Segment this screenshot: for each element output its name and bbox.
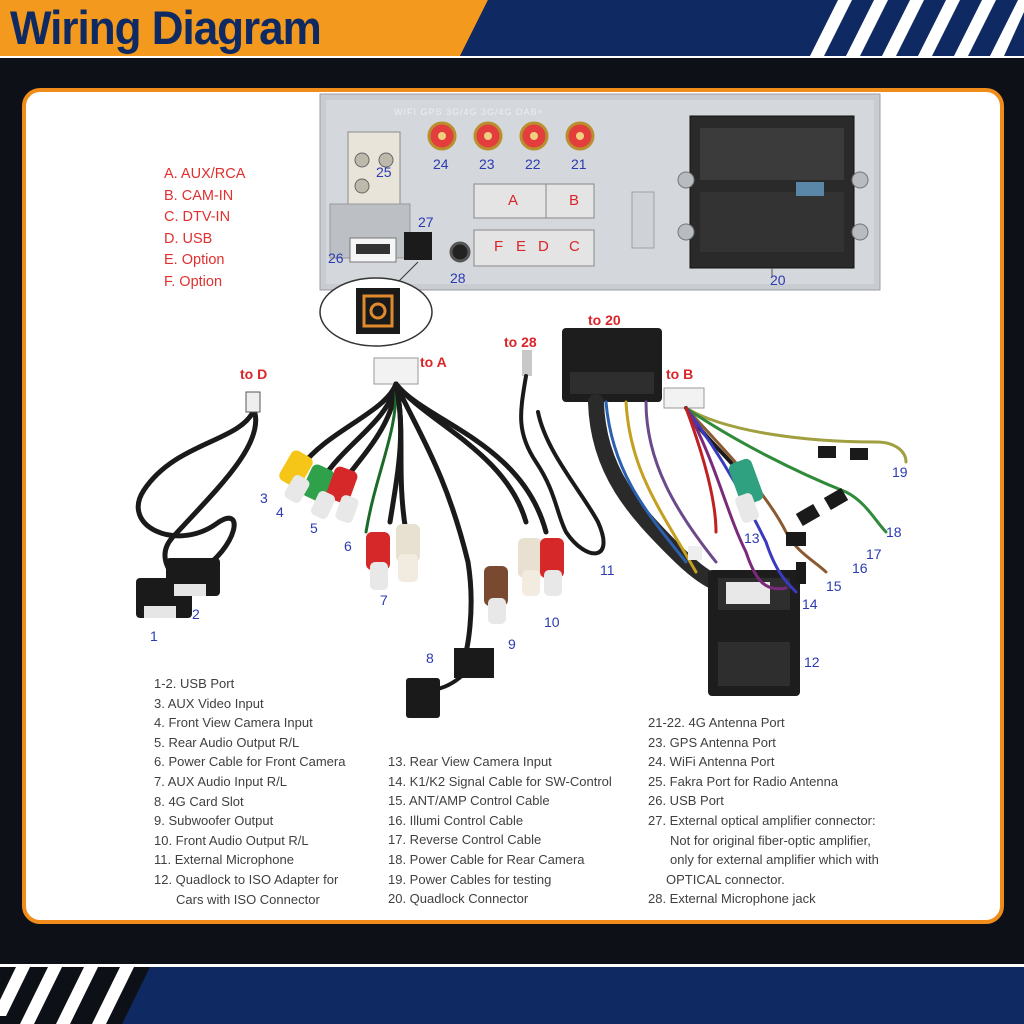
microphone-cable [519, 350, 606, 556]
header-banner: Wiring Diagram [0, 0, 1024, 60]
label-25: 25 [376, 164, 392, 180]
desc-item: 11. External Microphone [154, 852, 294, 868]
cable-6: 6 [344, 538, 352, 554]
control-harness [663, 387, 908, 594]
desc-item: 12. Quadlock to ISO Adapter for [154, 871, 339, 887]
desc-item: 20. Quadlock Connector [388, 891, 529, 907]
cable-3: 3 [260, 490, 268, 506]
desc-item: 21-22. 4G Antenna Port [648, 715, 785, 730]
cable-5: 5 [310, 520, 318, 536]
label-28: 28 [450, 270, 466, 286]
desc-item: 1-2. USB Port [154, 676, 235, 691]
desc-item: 28. External Microphone jack [648, 891, 816, 907]
connector-b: B [569, 192, 580, 209]
legend-d: D. USB [164, 230, 213, 247]
label-to-28: to 28 [504, 334, 537, 350]
usb-cable [135, 391, 261, 618]
description-column-2: 13. Rear View Camera Input 14. K1/K2 Sig… [388, 752, 612, 909]
connector-a: A [508, 192, 519, 209]
cable-2: 2 [192, 606, 200, 622]
label-to-20: to 20 [588, 312, 621, 328]
legend-f: F. Option [164, 273, 223, 290]
label-20: 20 [770, 272, 786, 288]
legend-e: E. Option [164, 252, 225, 268]
desc-item: OPTICAL connector. [666, 871, 785, 887]
desc-item: 15. ANT/AMP Control Cable [388, 793, 550, 809]
optical-port-zoom [319, 261, 433, 347]
label-27: 27 [418, 214, 434, 230]
label-26: 26 [328, 250, 344, 266]
desc-item: 23. GPS Antenna Port [648, 734, 776, 750]
cable-9: 9 [508, 636, 516, 652]
cable-18: 18 [886, 524, 902, 540]
desc-item: Not for original fiber-optic amplifier, [670, 832, 871, 848]
iso-harness [562, 328, 800, 696]
connector-f: F [494, 238, 504, 255]
legend-a: A. AUX/RCA [164, 166, 246, 182]
desc-item: 19. Power Cables for testing [388, 871, 552, 887]
desc-item: 13. Rear View Camera Input [388, 754, 552, 769]
label-22: 22 [525, 156, 541, 172]
desc-item: 6. Power Cable for Front Camera [154, 754, 346, 770]
cable-12: 12 [804, 654, 820, 670]
cable-7: 7 [380, 592, 388, 608]
label-23: 23 [479, 156, 495, 172]
cable-19: 19 [892, 464, 908, 480]
desc-item: 5. Rear Audio Output R/L [154, 734, 300, 750]
head-unit-back [319, 93, 881, 291]
cable-8: 8 [426, 650, 434, 666]
footer-stripes [0, 964, 1024, 1024]
desc-item: 24. WiFi Antenna Port [648, 754, 775, 770]
desc-item: 27. External optical amplifier connector… [648, 812, 876, 828]
desc-item: 3. AUX Video Input [154, 695, 264, 711]
connector-d: D [538, 238, 549, 255]
cable-11: 11 [600, 562, 615, 578]
label-to-a: to A [420, 354, 447, 370]
desc-item: only for external amplifier which with [670, 852, 879, 868]
cable-16: 16 [852, 560, 868, 576]
cable-15: 15 [826, 578, 842, 594]
port-letter-legend: A. AUX/RCA B. CAM-IN C. DTV-IN D. USB E.… [164, 164, 245, 293]
page-title: Wiring Diagram [10, 2, 322, 55]
label-to-b: to B [666, 366, 694, 382]
connector-c: C [569, 238, 580, 255]
desc-item: Cars with ISO Connector [176, 891, 320, 907]
desc-item: 25. Fakra Port for Radio Antenna [648, 773, 839, 789]
wiring-illustration [135, 93, 908, 718]
cable-4: 4 [276, 504, 284, 520]
cable-13: 13 [744, 530, 760, 546]
legend-c: C. DTV-IN [164, 209, 231, 225]
desc-item: 17. Reverse Control Cable [388, 832, 542, 848]
label-to-d: to D [240, 366, 268, 382]
desc-item: 16. Illumi Control Cable [388, 812, 524, 828]
cable-10: 10 [544, 614, 560, 630]
description-column-1: 1-2. USB Port 3. AUX Video Input 4. Fron… [154, 674, 345, 909]
desc-item: 9. Subwoofer Output [154, 813, 274, 829]
rca-harness [279, 357, 564, 718]
antenna-port-caption: WIFI GPS 3G/4G 3G/4G DAB+ [394, 107, 544, 117]
desc-item: 14. K1/K2 Signal Cable for SW-Control [388, 773, 612, 789]
cable-14: 14 [802, 596, 818, 612]
diagram-panel: A. AUX/RCA B. CAM-IN C. DTV-IN D. USB E.… [22, 88, 1004, 924]
desc-item: 10. Front Audio Output R/L [154, 832, 309, 848]
label-24: 24 [433, 156, 449, 172]
cable-1: 1 [150, 628, 158, 644]
cable-17: 17 [866, 546, 882, 562]
desc-item: 7. AUX Audio Input R/L [154, 773, 287, 789]
header-stripes [0, 0, 1024, 60]
connector-e: E [516, 238, 527, 255]
desc-item: 26. USB Port [648, 793, 724, 809]
desc-item: 18. Power Cable for Rear Camera [388, 851, 585, 867]
desc-item: 4. Front View Camera Input [154, 715, 313, 731]
desc-item: 8. 4G Card Slot [154, 793, 244, 809]
footer-banner [0, 964, 1024, 1024]
label-21: 21 [571, 156, 587, 172]
legend-b: B. CAM-IN [164, 187, 234, 204]
description-column-3: 21-22. 4G Antenna Port 23. GPS Antenna P… [648, 713, 879, 909]
